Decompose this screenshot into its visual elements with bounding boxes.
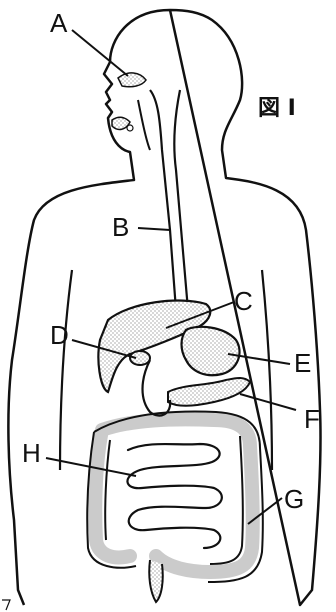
figure-title: 図 I — [258, 98, 296, 120]
label-B: B — [112, 214, 129, 240]
salivary-gland — [127, 125, 133, 131]
throat — [138, 100, 150, 150]
corner-mark — [2, 600, 10, 610]
label-C: C — [234, 288, 253, 314]
label-F: F — [304, 406, 320, 432]
duodenum — [143, 360, 171, 416]
nasal-cavity — [118, 73, 146, 87]
label-E: E — [294, 350, 311, 376]
stomach — [182, 327, 240, 375]
rectum — [149, 560, 163, 602]
label-A: A — [50, 10, 67, 36]
pancreas — [168, 378, 250, 406]
label-D: D — [50, 322, 69, 348]
esophagus — [150, 90, 188, 310]
leader-A — [72, 30, 128, 76]
large-intestine — [95, 419, 253, 572]
leader-F — [240, 394, 296, 410]
label-H: H — [22, 440, 41, 466]
leader-B — [138, 228, 170, 230]
left-arm-line — [60, 270, 72, 470]
small-intestine — [127, 444, 221, 548]
label-G: G — [284, 486, 304, 512]
